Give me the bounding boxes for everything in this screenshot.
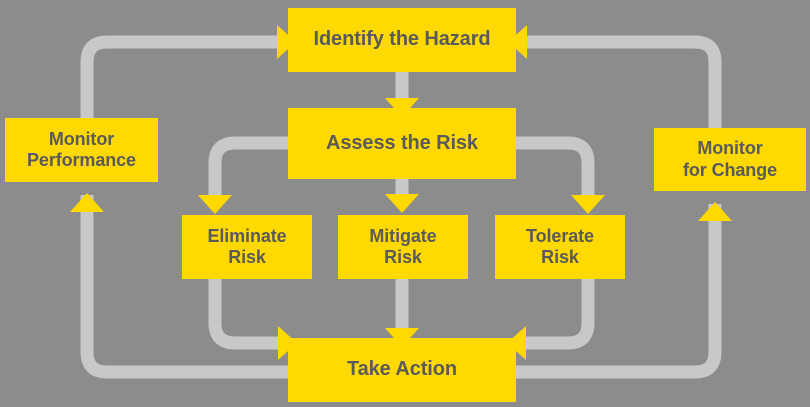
arrowhead-up-take-action-to-monitor-for-change: [698, 202, 732, 221]
node-tolerate-risk[interactable]: Tolerate Risk: [495, 215, 625, 279]
connector-assess-to-eliminate: [208, 136, 288, 196]
connector-monitor-performance-to-identify: [80, 35, 278, 118]
node-monitor-performance[interactable]: Monitor Performance: [5, 118, 158, 182]
arrowhead-down-mitigate-to-take-action: [385, 328, 419, 347]
connector-take-action-to-monitor-performance: [80, 195, 288, 379]
arrowhead-down-assess-to-mitigate: [385, 194, 419, 213]
connector-take-action-to-monitor-for-change: [516, 204, 722, 379]
connector-monitor-for-change-to-identify: [527, 35, 722, 128]
arrowhead-right-eliminate-to-take-action: [278, 326, 297, 360]
arrowhead-down-assess-to-tolerate: [571, 195, 605, 214]
node-assess-the-risk[interactable]: Assess the Risk: [288, 108, 516, 179]
node-mitigate-risk[interactable]: Mitigate Risk: [338, 215, 468, 279]
arrowhead-down-identify-to-assess: [385, 98, 419, 117]
connector-eliminate-to-take-action: [208, 279, 279, 350]
node-monitor-for-change[interactable]: Monitor for Change: [654, 128, 806, 191]
node-identify-the-hazard[interactable]: Identify the Hazard: [288, 8, 516, 72]
connector-assess-to-tolerate: [516, 136, 595, 196]
arrowhead-right-monitor-performance-to-identify: [277, 25, 296, 59]
node-take-action[interactable]: Take Action: [288, 338, 516, 402]
arrowhead-down-assess-to-eliminate: [198, 195, 232, 214]
arrowhead-up-take-action-to-monitor-performance: [70, 193, 104, 212]
arrowhead-left-monitor-for-change-to-identify: [508, 25, 527, 59]
connector-tolerate-to-take-action: [525, 279, 595, 350]
arrowhead-left-tolerate-to-take-action: [507, 326, 526, 360]
node-eliminate-risk[interactable]: Eliminate Risk: [182, 215, 312, 279]
